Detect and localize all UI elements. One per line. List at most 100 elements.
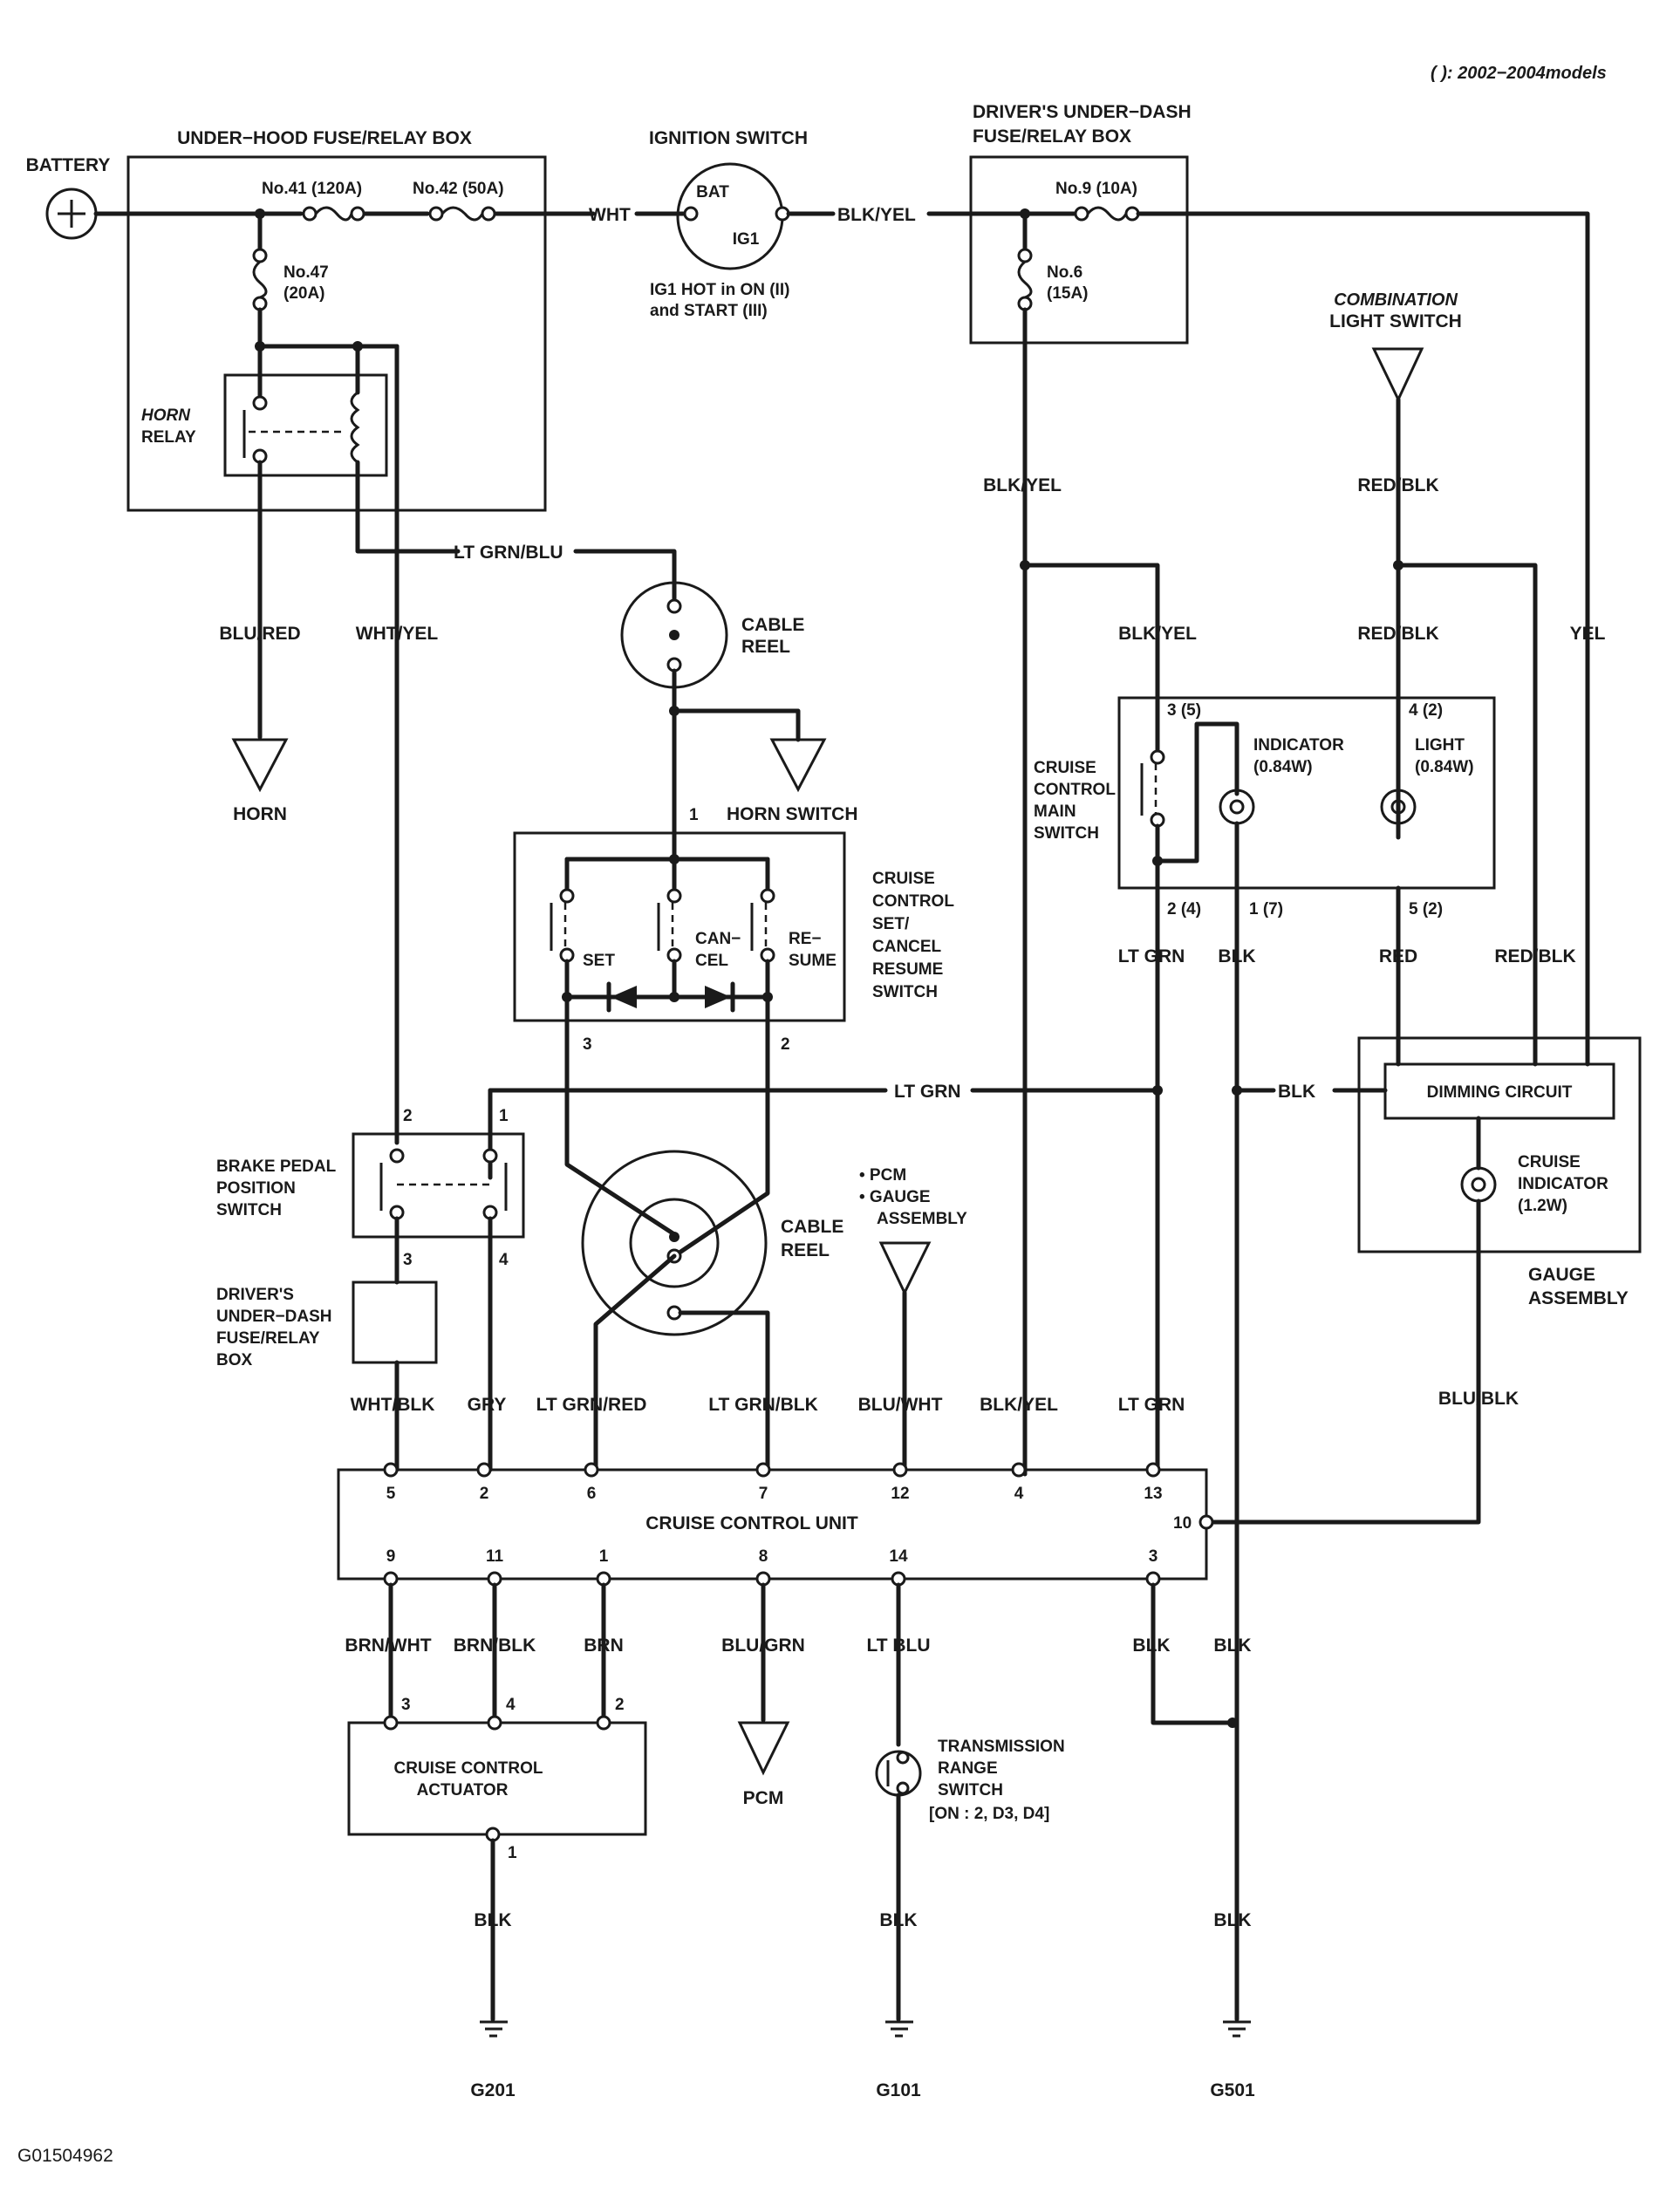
pcm-gauge-symbol bbox=[878, 1241, 932, 1296]
light-label: LIGHT bbox=[1415, 736, 1465, 755]
ign-note-2: and START (III) bbox=[650, 302, 768, 320]
wire-red-blk-2: RED/BLK bbox=[1357, 624, 1438, 644]
fuse-41-label: No.41 (120A) bbox=[262, 180, 362, 198]
figure-id: G01504962 bbox=[17, 2146, 113, 2166]
wire-yel: YEL bbox=[1570, 624, 1606, 644]
cable-reel-top-label-2: REEL bbox=[741, 637, 790, 657]
dash-box-label-2: FUSE/RELAY BOX bbox=[973, 126, 1131, 147]
brake-pedal-position-switch bbox=[352, 1132, 525, 1239]
ccu-pin-2: 2 bbox=[480, 1485, 489, 1503]
main-switch-pin-3: 3 (5) bbox=[1167, 701, 1201, 720]
main-switch-pin-4: 4 (2) bbox=[1409, 701, 1443, 720]
set-cancel-label-1: CRUISE bbox=[872, 870, 935, 888]
horn-relay-label-1: HORN bbox=[141, 406, 191, 425]
ignition-switch-label: IGNITION SWITCH bbox=[649, 128, 808, 148]
sw-resume-label-1: RE− bbox=[789, 930, 822, 948]
main-switch-label-2: CONTROL bbox=[1034, 781, 1116, 799]
diode-set bbox=[606, 981, 637, 1013]
fuse-47 bbox=[252, 248, 268, 311]
wire-brn-wht: BRN/WHT bbox=[345, 1636, 431, 1656]
dash-ref-label-2: UNDER−DASH bbox=[216, 1308, 332, 1326]
horn-switch-label: HORN SWITCH bbox=[727, 804, 858, 824]
horn-relay-label-2: RELAY bbox=[141, 428, 196, 447]
brake-pin-2: 2 bbox=[403, 1107, 413, 1125]
under-hood-box-label: UNDER−HOOD FUSE/RELAY BOX bbox=[177, 128, 472, 148]
main-switch-label-1: CRUISE bbox=[1034, 759, 1096, 777]
gauge-label-2: ASSEMBLY bbox=[1528, 1288, 1629, 1308]
g101-label: G101 bbox=[876, 2080, 921, 2100]
sw-resume-label-2: SUME bbox=[789, 952, 837, 970]
cable-reel-top-label-1: CABLE bbox=[741, 615, 804, 635]
actuator-pin-4: 4 bbox=[506, 1696, 516, 1714]
wire-blk-6: BLK bbox=[879, 1910, 917, 1930]
actuator-label-1: CRUISE CONTROL bbox=[394, 1759, 543, 1778]
combination-light-switch-symbol bbox=[1371, 347, 1424, 403]
wire-blu-red: BLU/RED bbox=[219, 624, 300, 644]
ccu-pin-7: 7 bbox=[759, 1485, 768, 1503]
wire-wht: WHT bbox=[589, 205, 631, 225]
battery-label: BATTERY bbox=[26, 155, 111, 175]
ccu-label: CRUISE CONTROL UNIT bbox=[645, 1513, 858, 1533]
ground-g201 bbox=[480, 2020, 508, 2038]
main-switch-label-3: MAIN bbox=[1034, 802, 1076, 821]
model-year-note: ( ): 2002−2004models bbox=[1431, 64, 1607, 83]
g201-label: G201 bbox=[470, 2080, 516, 2100]
main-switch-pin-1: 1 (7) bbox=[1249, 900, 1283, 919]
fuse-42-label: No.42 (50A) bbox=[413, 180, 504, 198]
wire-red-blk: RED/BLK bbox=[1357, 475, 1438, 495]
cruise-ind-label-2: INDICATOR bbox=[1518, 1175, 1608, 1193]
cable-reel-middle bbox=[581, 1150, 768, 1336]
ccu-pin-14: 14 bbox=[889, 1547, 908, 1566]
dash-ref-label-4: BOX bbox=[216, 1351, 253, 1369]
pcm-symbol bbox=[737, 1721, 790, 1776]
actuator-pin-3: 3 bbox=[401, 1696, 411, 1714]
trs-label-2: RANGE bbox=[938, 1759, 998, 1778]
ccu-pin-10: 10 bbox=[1173, 1514, 1192, 1533]
combo-switch-label-2: LIGHT SWITCH bbox=[1329, 311, 1462, 331]
drivers-under-dash-box bbox=[969, 155, 1189, 345]
cruise-control-actuator bbox=[347, 1721, 647, 1836]
trs-label-3: SWITCH bbox=[938, 1781, 1003, 1799]
wire-brn-blk: BRN/BLK bbox=[454, 1636, 536, 1656]
set-cancel-label-5: RESUME bbox=[872, 960, 943, 979]
pcm-gauge-label-1: • PCM bbox=[859, 1166, 906, 1185]
ccu-pin-11: 11 bbox=[486, 1547, 504, 1566]
horn-switch-pin-1: 1 bbox=[689, 806, 699, 824]
ign-bat-label: BAT bbox=[696, 183, 729, 201]
brake-label-1: BRAKE PEDAL bbox=[216, 1158, 337, 1176]
brake-pin-4: 4 bbox=[499, 1251, 509, 1269]
main-switch-label-4: SWITCH bbox=[1034, 824, 1099, 843]
brake-label-3: SWITCH bbox=[216, 1201, 282, 1219]
gauge-assembly bbox=[1357, 1036, 1642, 1253]
dash-box-label-1: DRIVER'S UNDER−DASH bbox=[973, 102, 1192, 122]
wire-lt-grn: LT GRN bbox=[1118, 946, 1185, 966]
dash-ref-label-1: DRIVER'S bbox=[216, 1286, 294, 1304]
ccu-pin-12: 12 bbox=[891, 1485, 909, 1503]
ign-ig1-label: IG1 bbox=[733, 230, 760, 249]
wire-lt-blu: LT BLU bbox=[866, 1636, 930, 1656]
wire-blk-yel-4: BLK/YEL bbox=[980, 1395, 1058, 1415]
set-cancel-pin-2: 2 bbox=[781, 1035, 790, 1054]
trs-label-4: [ON : 2, D3, D4] bbox=[929, 1805, 1049, 1823]
wire-wht-blk: WHT/BLK bbox=[351, 1395, 435, 1415]
under-hood-fuse-relay-box bbox=[126, 155, 547, 512]
brake-label-2: POSITION bbox=[216, 1179, 296, 1198]
wire-blk: BLK bbox=[1218, 946, 1255, 966]
wire-blu-wht: BLU/WHT bbox=[858, 1395, 943, 1415]
ccu-top-pins bbox=[383, 1462, 1161, 1478]
indicator-label: INDICATOR bbox=[1253, 736, 1344, 755]
fuse-6-rating: (15A) bbox=[1047, 284, 1089, 303]
gauge-label-1: GAUGE bbox=[1528, 1265, 1595, 1285]
ground-g101 bbox=[885, 2020, 913, 2038]
set-cancel-label-6: SWITCH bbox=[872, 983, 938, 1001]
fuse-41 bbox=[302, 206, 365, 222]
wire-lt-grn-blk: LT GRN/BLK bbox=[708, 1395, 818, 1415]
wire-lt-grn-blu: LT GRN/BLU bbox=[454, 543, 563, 563]
set-cancel-label-2: CONTROL bbox=[872, 892, 954, 911]
wire-blu-grn: BLU/GRN bbox=[721, 1636, 805, 1656]
fuse-6-label: No.6 bbox=[1047, 263, 1082, 282]
cable-reel-mid-label-1: CABLE bbox=[781, 1217, 843, 1237]
horn-relay bbox=[223, 373, 388, 477]
set-cancel-label-4: CANCEL bbox=[872, 938, 942, 956]
